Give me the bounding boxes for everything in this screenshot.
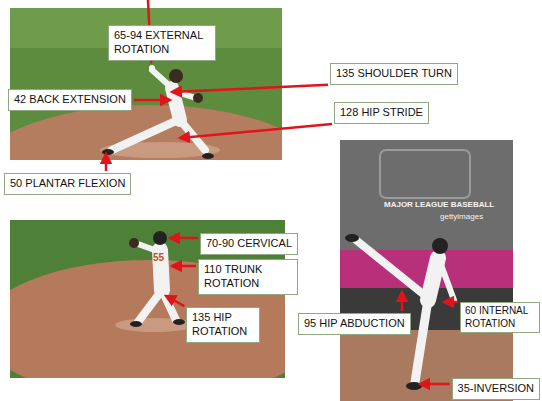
callout-box: 70-90 CERVICAL xyxy=(200,233,298,255)
callout-text: 128 HIP STRIDE xyxy=(340,106,423,120)
callout-text: 35-INVERSION xyxy=(458,382,534,396)
leader-arrow xyxy=(401,292,404,311)
callout-text: 42 BACK EXTENSION xyxy=(14,93,126,107)
pitcher-photo xyxy=(10,220,285,378)
watermark: MAJOR LEAGUE BASEBALL xyxy=(384,200,494,209)
leader-arrow xyxy=(444,301,458,304)
leader-arrow xyxy=(134,99,170,102)
leader-arrow xyxy=(420,383,450,386)
leader-arrow xyxy=(180,124,332,138)
jersey-number: 55 xyxy=(153,252,164,263)
callout-text: 70-90 CERVICAL xyxy=(206,237,292,251)
watermark: gettyimages xyxy=(440,212,483,221)
callout-text: 95 HIP ABDUCTION xyxy=(304,317,405,331)
pitcher-photo xyxy=(340,140,513,401)
callout-box: 128 HIP STRIDE xyxy=(334,102,429,124)
callout-text: 135 SHOULDER TURN xyxy=(336,67,452,81)
leader-arrow xyxy=(172,85,328,92)
callout-box: 110 TRUNK ROTATION xyxy=(198,259,298,295)
leader-arrow xyxy=(166,296,184,306)
callout-box: 42 BACK EXTENSION xyxy=(8,89,132,111)
callout-box: 135 HIP ROTATION xyxy=(186,307,260,343)
callout-text: 65-94 EXTERNAL ROTATION xyxy=(114,29,210,57)
leader-arrow xyxy=(172,265,196,268)
pitcher-photo xyxy=(10,8,282,160)
leader-arrow xyxy=(105,154,108,171)
leader-arrow xyxy=(170,237,198,240)
callout-box: 50 PLANTAR FLEXION xyxy=(4,173,131,195)
callout-box: 135 SHOULDER TURN xyxy=(330,63,458,85)
callout-box: 60 INTERNAL ROTATION xyxy=(460,302,540,333)
callout-box: 95 HIP ABDUCTION xyxy=(298,313,411,335)
callout-text: 110 TRUNK ROTATION xyxy=(204,263,292,291)
callout-box: 35-INVERSION xyxy=(452,378,540,400)
callout-text: 60 INTERNAL ROTATION xyxy=(465,305,535,330)
callout-text: 135 HIP ROTATION xyxy=(192,311,254,339)
callout-box: 65-94 EXTERNAL ROTATION xyxy=(108,25,216,61)
callout-text: 50 PLANTAR FLEXION xyxy=(10,177,125,191)
